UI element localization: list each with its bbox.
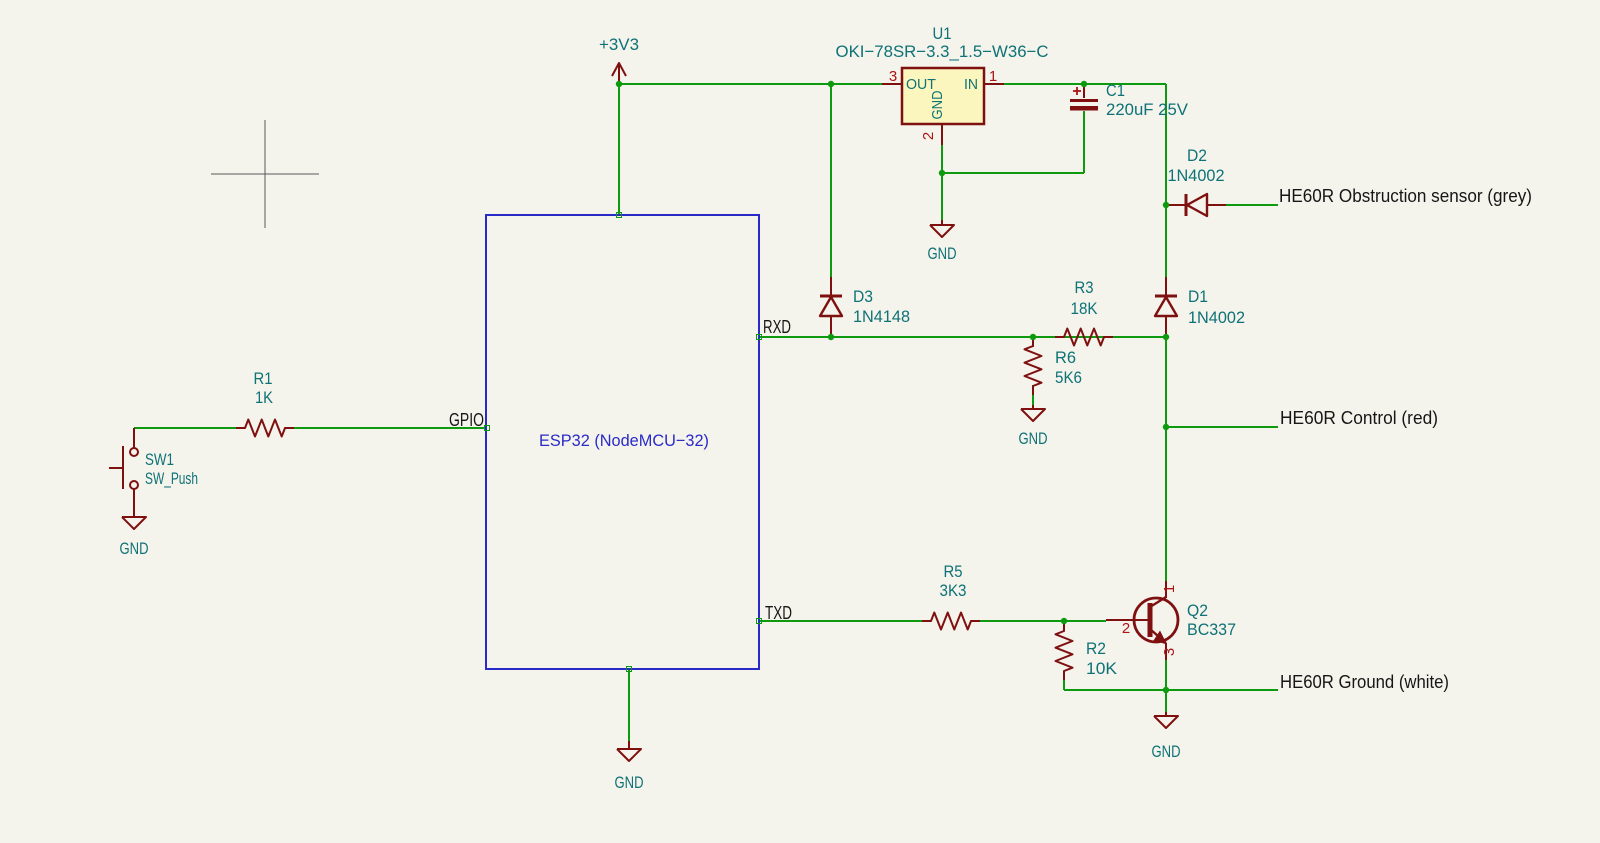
svg-text:1: 1	[989, 68, 997, 85]
svg-text:IN: IN	[964, 76, 978, 93]
svg-text:3K3: 3K3	[940, 581, 967, 600]
svg-text:GND: GND	[1152, 742, 1181, 761]
svg-text:1N4002: 1N4002	[1188, 308, 1245, 327]
svg-text:GND: GND	[929, 90, 946, 119]
svg-text:GPIO: GPIO	[449, 410, 484, 430]
svg-text:C1: C1	[1106, 81, 1125, 100]
svg-text:D3: D3	[853, 287, 873, 306]
svg-text:HE60R Ground (white): HE60R Ground (white)	[1280, 672, 1449, 692]
svg-text:GND: GND	[615, 773, 644, 792]
svg-text:R2: R2	[1086, 639, 1106, 658]
svg-text:GND: GND	[120, 539, 149, 558]
svg-text:R3: R3	[1075, 278, 1094, 297]
svg-text:R1: R1	[254, 369, 273, 388]
svg-text:R6: R6	[1055, 348, 1076, 367]
svg-text:3: 3	[889, 68, 897, 85]
svg-text:TXD: TXD	[765, 603, 792, 623]
svg-text:SW1: SW1	[145, 450, 174, 469]
svg-text:U1: U1	[933, 24, 952, 43]
svg-text:1N4148: 1N4148	[853, 307, 910, 326]
svg-text:SW_Push: SW_Push	[145, 469, 198, 488]
svg-text:ESP32 (NodeMCU−32): ESP32 (NodeMCU−32)	[539, 431, 709, 450]
svg-text:Q2: Q2	[1187, 601, 1208, 620]
svg-text:HE60R Obstruction sensor (grey: HE60R Obstruction sensor (grey)	[1279, 186, 1532, 206]
svg-text:5K6: 5K6	[1055, 368, 1082, 387]
svg-text:1: 1	[1161, 585, 1178, 593]
svg-text:10K: 10K	[1086, 659, 1118, 678]
svg-text:GND: GND	[1019, 429, 1048, 448]
svg-text:+3V3: +3V3	[599, 35, 639, 54]
svg-text:D2: D2	[1187, 146, 1207, 165]
svg-text:2: 2	[1122, 620, 1130, 637]
svg-text:2: 2	[920, 132, 937, 140]
svg-text:220uF 25V: 220uF 25V	[1106, 100, 1189, 119]
svg-text:HE60R Control (red): HE60R Control (red)	[1280, 408, 1438, 428]
svg-text:R5: R5	[944, 562, 963, 581]
svg-text:OKI−78SR−3.3_1.5−W36−C: OKI−78SR−3.3_1.5−W36−C	[836, 42, 1049, 61]
svg-text:1K: 1K	[255, 388, 274, 407]
svg-text:D1: D1	[1188, 287, 1208, 306]
svg-text:GND: GND	[928, 244, 957, 263]
svg-text:BC337: BC337	[1187, 620, 1236, 639]
svg-text:1N4002: 1N4002	[1168, 166, 1225, 185]
svg-text:OUT: OUT	[906, 76, 936, 93]
svg-text:3: 3	[1161, 648, 1178, 656]
svg-text:RXD: RXD	[763, 317, 791, 337]
svg-text:18K: 18K	[1071, 299, 1099, 318]
